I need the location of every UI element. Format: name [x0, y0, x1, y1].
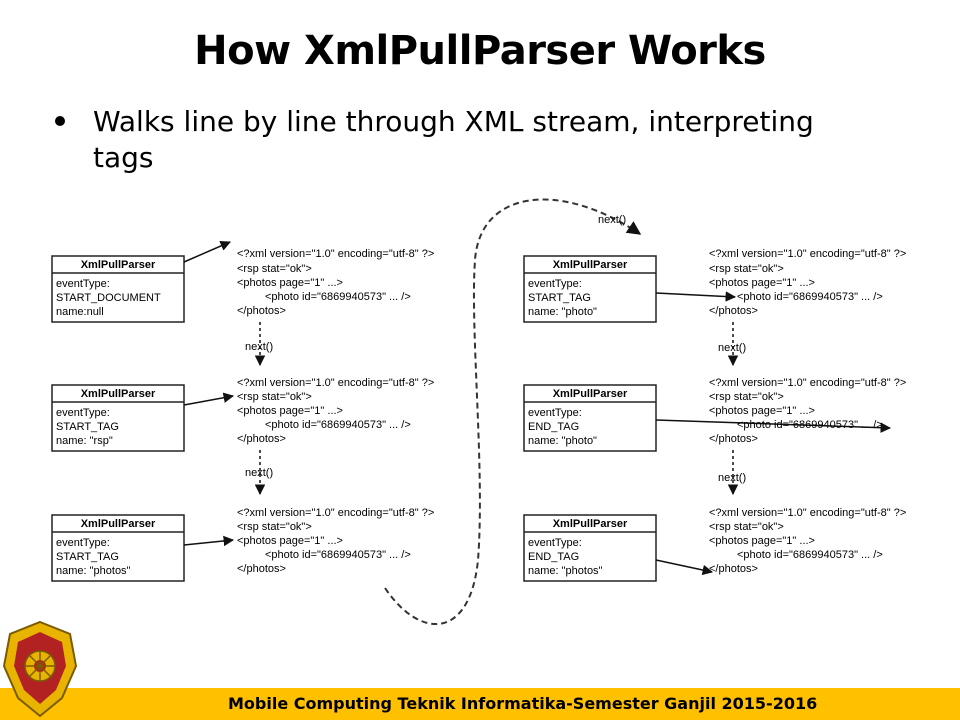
state-2-start-tag-rsp: XmlPullParser eventType: START_TAG name:…: [51, 384, 235, 452]
xml-line: </photos>: [237, 433, 286, 445]
class-name: XmlPullParser: [553, 388, 628, 400]
footer-bar: Mobile Computing Teknik Informatika-Seme…: [0, 688, 960, 720]
next-label: next(): [718, 342, 746, 354]
slide-title: How XmlPullParser Works: [194, 28, 766, 74]
tag-name: name: "photo": [528, 435, 597, 447]
xml-line: <?xml version="1.0" encoding="utf-8" ?>: [237, 248, 434, 260]
state-3-start-tag-photos: XmlPullParser eventType: START_TAG name:…: [51, 514, 235, 582]
class-name: XmlPullParser: [553, 518, 628, 530]
xml-snippet-1: <?xml version="1.0" encoding="utf-8" ?> …: [237, 248, 434, 317]
event-type-label: eventType:: [528, 278, 582, 290]
xml-line: <rsp stat="ok">: [237, 521, 312, 533]
xml-line: <photos page="1" ...>: [709, 535, 815, 547]
xml-line: </photos>: [237, 563, 286, 575]
xml-line: </photos>: [709, 433, 758, 445]
xml-snippet-3: <?xml version="1.0" encoding="utf-8" ?> …: [237, 507, 434, 575]
xml-line: <rsp stat="ok">: [709, 521, 784, 533]
xml-line: <rsp stat="ok">: [709, 391, 784, 403]
xml-line: <photo id="6869940573" ... />: [265, 419, 411, 431]
class-name: XmlPullParser: [81, 388, 156, 400]
xml-line: <photos page="1" ...>: [709, 277, 815, 289]
xml-line: </photos>: [237, 305, 286, 317]
footer-text: Mobile Computing Teknik Informatika-Seme…: [228, 694, 818, 713]
bullet-dot-icon: [55, 116, 65, 126]
tag-name: name:null: [56, 306, 104, 318]
event-type-value: START_DOCUMENT: [56, 292, 161, 304]
xml-line: <?xml version="1.0" encoding="utf-8" ?>: [709, 507, 906, 519]
bullet-text: Walks line by line through XML stream, i…: [93, 105, 814, 174]
xml-line: <rsp stat="ok">: [237, 391, 312, 403]
state-1-start-document: XmlPullParser eventType: START_DOCUMENT …: [51, 240, 231, 323]
xml-snippet-5: <?xml version="1.0" encoding="utf-8" ?> …: [709, 377, 906, 445]
event-type-value: END_TAG: [528, 551, 579, 563]
next-label-top: next(): [598, 214, 626, 226]
continuation-dashed-arrow: [384, 198, 642, 625]
event-type-label: eventType:: [56, 407, 110, 419]
xml-line: <?xml version="1.0" encoding="utf-8" ?>: [709, 248, 906, 260]
event-type-label: eventType:: [56, 278, 110, 290]
xml-line: <?xml version="1.0" encoding="utf-8" ?>: [709, 377, 906, 389]
event-type-value: START_TAG: [528, 292, 591, 304]
tag-name: name: "rsp": [56, 435, 113, 447]
class-name: XmlPullParser: [81, 518, 156, 530]
xml-line: <photo id="6869940573" ... />: [737, 549, 883, 561]
class-name: XmlPullParser: [553, 259, 628, 271]
xml-line: <photo id="6869940573" ... />: [265, 549, 411, 561]
tag-name: name: "photos": [528, 565, 603, 577]
next-arrow-right-1: next(): [718, 322, 746, 367]
event-type-label: eventType:: [528, 407, 582, 419]
xml-snippet-6: <?xml version="1.0" encoding="utf-8" ?> …: [709, 507, 906, 575]
xml-line: <photo id="6869940573" ... />: [737, 419, 883, 431]
class-name: XmlPullParser: [81, 259, 156, 271]
xml-line: <photos page="1" ...>: [709, 405, 815, 417]
event-type-value: START_TAG: [56, 551, 119, 563]
next-label: next(): [245, 341, 273, 353]
xml-line: <photos page="1" ...>: [237, 277, 343, 289]
xml-line: <rsp stat="ok">: [237, 263, 312, 275]
tag-name: name: "photos": [56, 565, 131, 577]
next-arrow-left-1: next(): [245, 322, 273, 367]
xml-line: </photos>: [709, 305, 758, 317]
xml-snippet-2: <?xml version="1.0" encoding="utf-8" ?> …: [237, 377, 434, 445]
university-logo-icon: [2, 620, 78, 718]
state-4-start-tag-photo: XmlPullParser eventType: START_TAG name:…: [523, 255, 737, 323]
parser-diagram: next() XmlPullParser eventType: START_DO…: [51, 198, 906, 625]
xml-snippet-4: <?xml version="1.0" encoding="utf-8" ?> …: [709, 248, 906, 317]
state-5-end-tag-photo: XmlPullParser eventType: END_TAG name: "…: [523, 384, 892, 452]
event-type-value: START_TAG: [56, 421, 119, 433]
xml-line: <photos page="1" ...>: [237, 405, 343, 417]
next-label: next(): [718, 472, 746, 484]
xml-line: <?xml version="1.0" encoding="utf-8" ?>: [237, 507, 434, 519]
xml-line: </photos>: [709, 563, 758, 575]
xml-line: <?xml version="1.0" encoding="utf-8" ?>: [237, 377, 434, 389]
event-type-label: eventType:: [528, 537, 582, 549]
next-arrow-right-2: next(): [718, 450, 746, 496]
event-type-label: eventType:: [56, 537, 110, 549]
event-type-value: END_TAG: [528, 421, 579, 433]
xml-line: <rsp stat="ok">: [709, 263, 784, 275]
next-arrow-left-2: next(): [245, 450, 273, 496]
xml-line: <photo id="6869940573" ... />: [265, 291, 411, 303]
next-label: next(): [245, 467, 273, 479]
tag-name: name: "photo": [528, 306, 597, 318]
state-6-end-tag-photos: XmlPullParser eventType: END_TAG name: "…: [523, 514, 714, 582]
xml-line: <photos page="1" ...>: [237, 535, 343, 547]
xml-line: <photo id="6869940573" ... />: [737, 291, 883, 303]
